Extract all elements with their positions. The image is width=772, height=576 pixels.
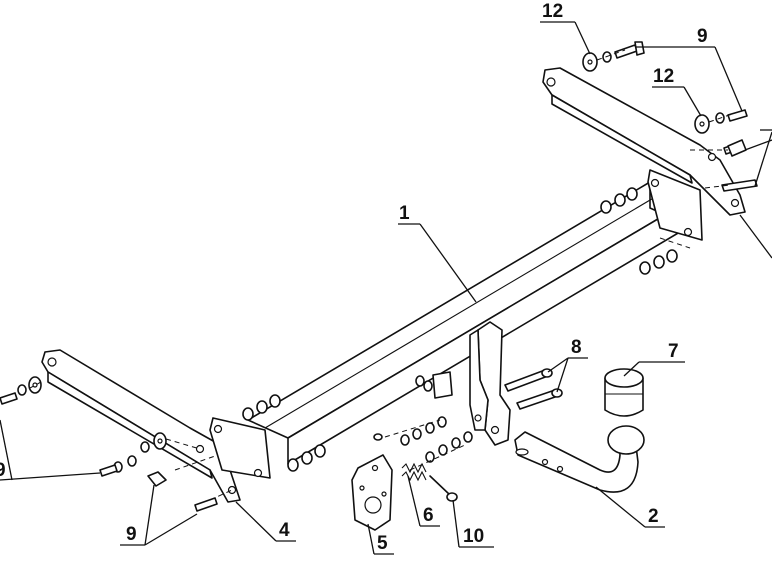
spring — [401, 462, 427, 482]
cross-beam — [247, 181, 691, 465]
callout-10: 10 — [463, 526, 484, 547]
bolts-8 — [504, 368, 563, 410]
hardware-left-outer — [0, 376, 218, 512]
ball-cap — [604, 368, 644, 417]
callout-labels: 1 2 4 5 6 7 8 9 9 9 10 12 12 — [0, 1, 708, 554]
callout-9-bottom: 9 — [126, 524, 137, 545]
tow-ball-neck — [514, 425, 645, 493]
callout-8: 8 — [571, 337, 582, 358]
callout-1: 1 — [399, 203, 410, 224]
socket-plate — [351, 454, 393, 531]
callout-2: 2 — [648, 506, 659, 527]
hardware-top-right — [582, 41, 758, 192]
callout-12-top: 12 — [542, 1, 563, 22]
callout-7: 7 — [668, 341, 679, 362]
callout-12-middle: 12 — [653, 66, 674, 87]
callout-6: 6 — [423, 505, 434, 526]
callout-9-left: 9 — [0, 460, 6, 481]
callout-4: 4 — [279, 520, 290, 541]
leader-lines — [0, 21, 772, 555]
right-side-bracket — [542, 67, 746, 249]
bolt-10 — [429, 475, 458, 502]
center-drop-bracket — [432, 321, 511, 446]
left-side-bracket — [41, 349, 271, 503]
hardware-left-plate-nuts — [242, 394, 326, 472]
assembly-guide-lines — [29, 49, 736, 501]
callout-5: 5 — [377, 533, 388, 554]
callout-9-top: 9 — [697, 26, 708, 47]
hardware-right-plate-nuts — [600, 187, 678, 275]
